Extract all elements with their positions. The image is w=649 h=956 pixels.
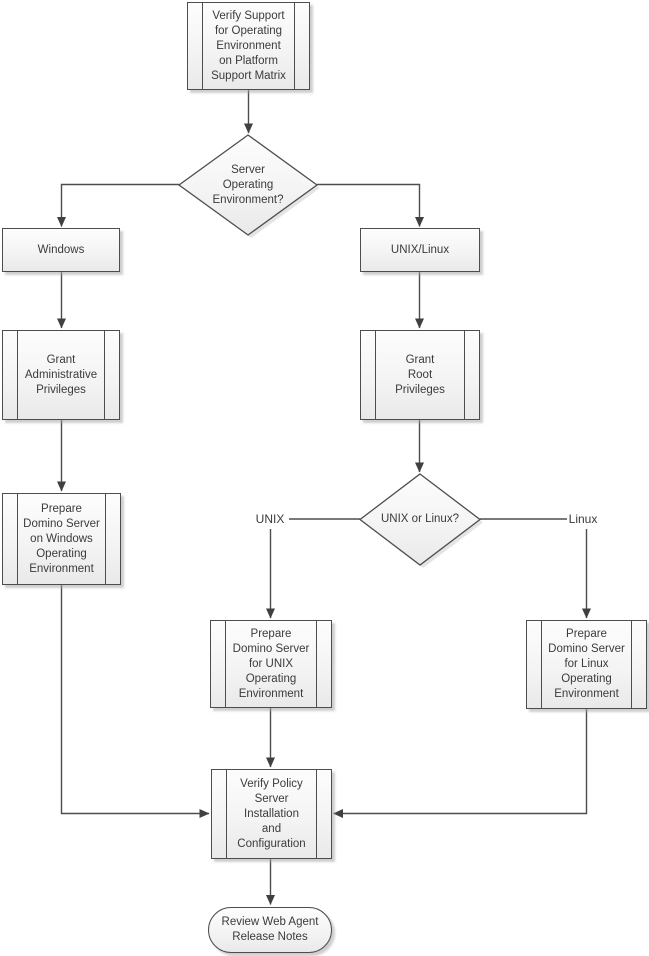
node-server-os-decision-label: Server Operating Environment? <box>212 163 284 206</box>
edge-label-unix: UNIX <box>255 512 285 526</box>
node-grant-root-label: Grant Root Privileges <box>395 353 445 396</box>
node-unix-or-linux-decision: UNIX or Linux? <box>362 474 478 565</box>
node-prepare-windows: Prepare Domino Server on Windows Operati… <box>2 493 121 585</box>
node-verify-support-label: Verify Support for Operating Environment… <box>211 9 286 82</box>
node-prepare-linux-label: Prepare Domino Server for Linux Operatin… <box>548 628 625 700</box>
node-verify-policy-label: Verify Policy Server Installation and Co… <box>237 777 306 850</box>
node-review-notes-label: Review Web Agent Release Notes <box>221 916 319 943</box>
node-unix-or-linux-decision-label: UNIX or Linux? <box>381 513 459 525</box>
node-windows: Windows <box>2 228 120 272</box>
node-prepare-linux: Prepare Domino Server for Linux Operatin… <box>526 620 647 709</box>
node-verify-support: Verify Support for Operating Environment… <box>187 2 310 90</box>
edge-prepare-windows-to-verify-policy <box>60 585 210 818</box>
node-unix-linux: UNIX/Linux <box>360 228 480 272</box>
edge-decision1-to-windows <box>57 183 179 227</box>
node-grant-root: Grant Root Privileges <box>360 330 480 420</box>
node-grant-admin: Grant Administrative Privileges <box>2 330 120 420</box>
node-prepare-windows-label: Prepare Domino Server on Windows Operati… <box>23 502 100 575</box>
edge-decision1-to-unixlinux <box>317 183 424 227</box>
decision-diamond-server-os <box>177 134 320 238</box>
node-grant-admin-label: Grant Administrative Privileges <box>24 353 98 396</box>
decision-diamond-unix-or-linux <box>358 473 483 568</box>
node-unix-linux-label: UNIX/Linux <box>390 243 450 256</box>
edge-label-linux: Linux <box>568 512 598 526</box>
edge-prepare-linux-to-verify-policy <box>333 709 588 818</box>
node-review-notes: Review Web Agent Release Notes <box>208 907 332 953</box>
node-windows-label: Windows <box>37 243 85 256</box>
node-prepare-unix: Prepare Domino Server for UNIX Operating… <box>210 620 332 708</box>
node-server-os-decision: Server Operating Environment? <box>186 140 310 230</box>
node-prepare-unix-label: Prepare Domino Server for UNIX Operating… <box>232 627 310 700</box>
node-verify-policy: Verify Policy Server Installation and Co… <box>211 769 332 859</box>
